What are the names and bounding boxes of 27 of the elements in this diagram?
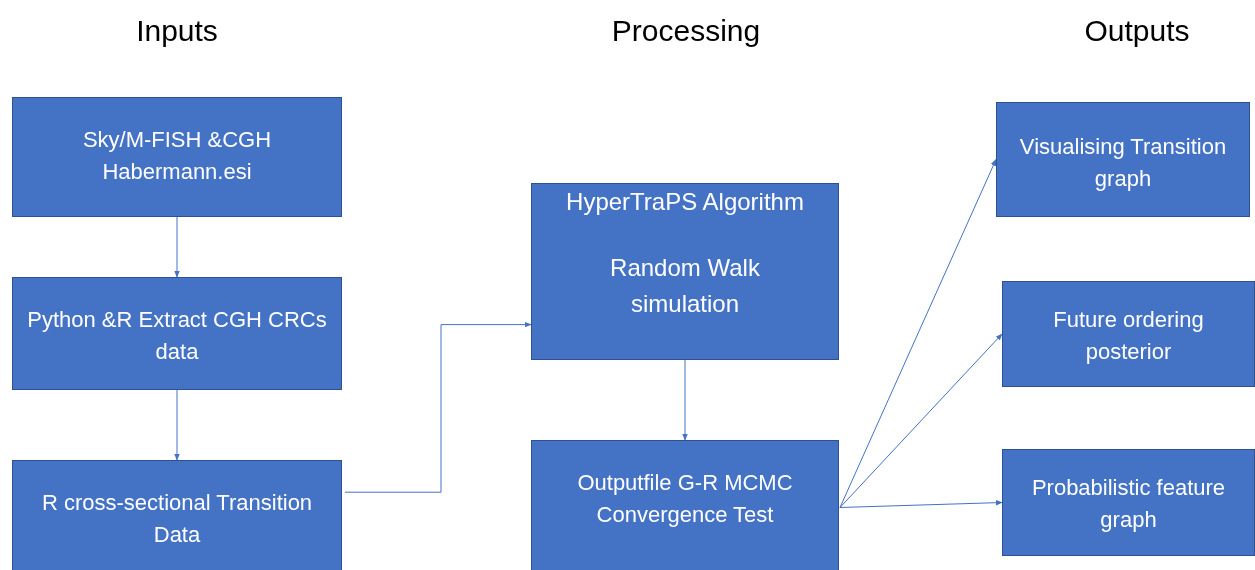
column-heading: Outputs — [1084, 12, 1190, 49]
arrow — [174, 389, 180, 461]
box-text: Random Walk simulation — [609, 253, 761, 319]
arrow — [174, 216, 180, 278]
arrow — [839, 333, 1003, 508]
box-text: HyperTraPS Algorithm — [566, 187, 804, 217]
box-text: R cross-sectional Transition Data — [40, 489, 314, 549]
box-text: Python &R Extract CGH CRCs data — [26, 306, 328, 366]
process-box — [531, 440, 839, 570]
arrow — [839, 499, 1003, 508]
process-box — [12, 97, 342, 217]
process-box — [1002, 281, 1255, 387]
process-box — [12, 277, 342, 390]
arrow — [839, 158, 997, 508]
arrow — [344, 321, 532, 493]
process-box — [1002, 449, 1255, 556]
box-text: Visualising Transition graph — [1018, 133, 1228, 193]
box-text: Sky/M-FISH &CGH Habermann.esi — [81, 126, 273, 186]
process-box — [996, 102, 1250, 217]
box-text: Probabilistic feature graph — [1030, 474, 1227, 534]
process-box — [531, 183, 839, 360]
arrow — [682, 359, 688, 441]
process-box — [12, 460, 342, 570]
box-text: Outputfile G-R MCMC Convergence Test — [576, 469, 794, 529]
column-heading: Processing — [611, 12, 761, 49]
box-text: Future ordering posterior — [1052, 306, 1205, 366]
column-heading: Inputs — [136, 12, 218, 49]
